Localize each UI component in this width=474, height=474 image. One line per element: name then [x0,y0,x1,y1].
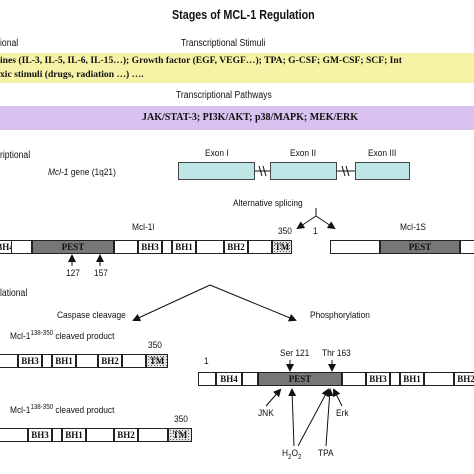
cleaved2-spacer-3 [86,428,114,442]
page-title: Stages of MCL-1 Regulation [172,8,315,22]
mcl1s-domain-pest: PEST [380,240,460,254]
stimulus-h2o2-label: H2O2 [282,448,302,461]
phospho-start-number: 1 [204,356,209,367]
exon-1 [178,162,255,180]
exon-2-label: Exon II [290,148,317,159]
phospho-spacer-2 [242,372,258,386]
intron-break-2a [341,165,346,177]
transcriptional-pathways-heading: Transcriptional Pathways [176,90,272,101]
cleaved2-domain-bh1: BH1 [62,428,86,442]
erk-arrow [333,388,343,407]
intron-break-1b [262,165,267,177]
mcl1l-spacer-3 [196,240,224,254]
domain-bh2: BH2 [224,240,248,254]
jnk-arrow [265,388,282,407]
domain-tm: TM [272,240,292,254]
domain-bh3: BH3 [138,240,162,254]
phospho-domain-bh1: BH1 [400,372,424,386]
cleaved-product-1-label: Mcl-1138-350 cleaved product [10,330,115,343]
splicing-arrow-left [296,215,317,230]
cleaved2-spacer-2 [52,428,62,442]
branch-arrow-phosphorylation [209,284,297,322]
stimuli-line-2: xic stimuli (drugs, radiation …) …. [0,69,144,80]
stimuli-band [0,53,474,83]
kinase-jnk-label: JNK [258,408,274,419]
mcl1l-end-number: 350 [278,226,292,237]
pathways-band [0,106,474,130]
domain-bh1: BH1 [172,240,196,254]
mcl1s-start-number: 1 [313,226,318,237]
cleavage-site-157: 157 [94,268,108,279]
cleaved2-spacer-4 [138,428,168,442]
phospho-spacer-5 [424,372,454,386]
cleaved1-spacer-2 [42,354,52,368]
cleaved1-domain-bh2: BH2 [98,354,122,368]
phospho-spacer-4 [390,372,400,386]
domain-pest: PEST [32,240,114,254]
exon-1-label: Exon I [205,148,229,159]
cleaved1-spacer-4 [122,354,146,368]
transcriptional-stimuli-heading: Transcriptional Stimuli [181,38,266,49]
mcl1l-spacer-1 [114,240,138,254]
intron-break-2b [345,165,350,177]
mcl1l-label: Mcl-1l [132,222,155,233]
kinase-erk-label: Erk [336,408,349,419]
cleaved2-domain-bh3: BH3 [28,428,52,442]
mcl1l-spacer-2 [162,240,172,254]
exon-3-label: Exon III [368,148,397,159]
exon-3 [355,162,410,180]
phosphorylation-label: Phosphorylation [310,310,370,321]
cleaved2-spacer-1 [0,428,28,442]
intron-break-1a [258,165,263,177]
cleaved1-domain-tm: TM [146,354,168,368]
mcl1s-label: Mcl-1S [400,222,427,233]
phospho-spacer-1 [198,372,216,386]
pathways-text: JAK/STAT-3; PI3K/AKT; p38/MAPK; MEK/ERK [142,112,359,123]
stage-label-transcriptional-top: ional [0,38,19,49]
splicing-arrow-right [315,215,336,230]
mcl1l-spacer-4 [248,240,272,254]
stimulus-tpa-label: TPA [318,448,334,459]
site-ser121-label: Ser 121 [280,348,310,359]
cleavage-site-127: 127 [66,268,80,279]
stimuli-line-1: ines (IL-3, IL-5, IL-6, IL-15…); Growth … [0,55,402,66]
caspase-cleavage-label: Caspase cleavage [57,310,126,321]
stage-label-post-translational: lational [0,288,28,299]
stage-label-transcriptional: riptional [0,150,31,161]
cleaved1-domain-bh1: BH1 [52,354,76,368]
phospho-domain-bh4: BH4 [216,372,242,386]
branch-arrow-caspase [132,284,211,322]
h2o2-to-thr-arrow [297,388,329,447]
exon-2 [270,162,337,180]
cleaved-product-2-label: Mcl-1138-350 cleaved product [10,404,115,417]
site-thr163-label: Thr 163 [322,348,351,359]
cleaved1-domain-bh3: BH3 [18,354,42,368]
mcl1s-spacer-2 [460,240,474,254]
h2o2-to-ser-arrow [288,388,297,447]
cleaved1-spacer-1 [0,354,18,368]
phospho-domain-bh2: BH2 [454,372,474,386]
cleaved-product-2-end-number: 350 [174,414,188,425]
phospho-spacer-3 [342,372,366,386]
cleaved-product-1-end-number: 350 [148,340,162,351]
phospho-domain-pest: PEST [258,372,342,386]
tpa-arrow [325,388,334,447]
alternative-splicing-label: Alternative splicing [233,198,303,209]
domain-bh4: BH4 [0,240,12,254]
cleaved2-domain-tm: TM [168,428,192,442]
mcl1s-spacer-1 [330,240,380,254]
phospho-domain-bh3: BH3 [366,372,390,386]
cleaved2-domain-bh2: BH2 [114,428,138,442]
gene-label: Mcl-1 gene (1q21) [48,167,116,178]
cleaved1-spacer-3 [76,354,98,368]
